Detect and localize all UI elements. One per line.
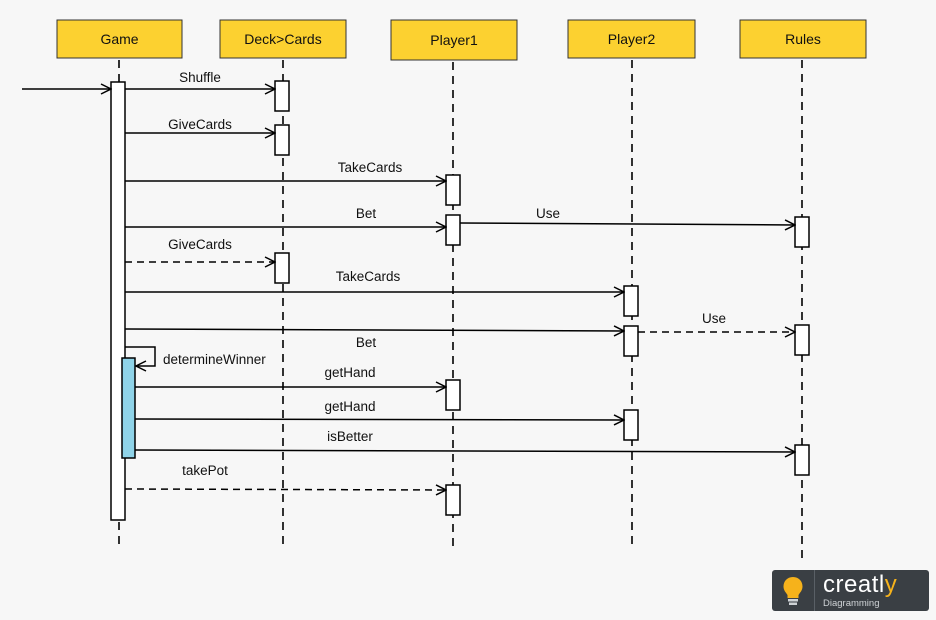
- message-arrow: [134, 419, 624, 420]
- lifeline-player1[interactable]: Player1: [390, 19, 518, 548]
- lifeline-label-player1: Player1: [430, 32, 478, 48]
- activation-deck-2: [274, 124, 290, 156]
- activation-deck-3: [274, 252, 290, 284]
- message-label: getHand: [324, 365, 375, 380]
- activation-player1-4: [445, 484, 461, 516]
- message-label: determineWinner: [163, 352, 266, 367]
- activation-rules-1: [794, 216, 810, 248]
- message-takecards-player2[interactable]: TakeCards: [125, 269, 624, 292]
- activation-rules-2: [794, 324, 810, 356]
- activation-player2-3: [623, 409, 639, 441]
- message-self-arrow: [125, 346, 156, 366]
- message-label: Use: [702, 311, 726, 326]
- activation-player1-1: [445, 174, 461, 206]
- message-givecards-2[interactable]: GiveCards: [125, 237, 275, 262]
- lifeline-rules[interactable]: Rules: [739, 19, 867, 558]
- activation-player2-2: [623, 325, 639, 357]
- activation-rules-3: [794, 444, 810, 476]
- activation-player2-1: [623, 285, 639, 317]
- message-determine-winner[interactable]: determineWinner: [125, 346, 266, 367]
- message-arrow: [459, 223, 795, 225]
- message-label: TakeCards: [336, 269, 401, 284]
- logo-tagline: Diagramming: [823, 597, 880, 609]
- message-label: getHand: [324, 399, 375, 414]
- message-label: Bet: [356, 335, 377, 350]
- message-givecards-1[interactable]: GiveCards: [125, 117, 275, 133]
- message-gethand-player1[interactable]: getHand: [135, 365, 446, 387]
- message-label: TakeCards: [338, 160, 403, 175]
- lifeline-header-player2: [567, 19, 696, 59]
- message-label: isBetter: [327, 429, 373, 444]
- activation-player1-3: [445, 379, 461, 411]
- message-bet-player1[interactable]: Bet: [125, 206, 446, 227]
- message-label: Use: [536, 206, 560, 221]
- lifeline-header-deck: [219, 19, 347, 59]
- message-arrow: [134, 450, 795, 452]
- logo-wordmark: creatly Diagramming: [815, 570, 898, 609]
- creately-logo[interactable]: creatly Diagramming: [772, 570, 929, 611]
- message-use-player2-rules[interactable]: Use: [638, 311, 795, 332]
- logo-brand-main: creatl: [823, 570, 885, 598]
- message-bet-player2[interactable]: Bet: [124, 329, 624, 350]
- activation-player1-2: [445, 214, 461, 246]
- lifeline-header-player1: [390, 19, 518, 61]
- lifeline-deck[interactable]: Deck>Cards: [219, 19, 347, 548]
- logo-brand: creatly: [823, 570, 898, 598]
- lifeline-label-deck: Deck>Cards: [244, 31, 321, 47]
- activation-game-determine-winner: [121, 357, 136, 459]
- message-label: GiveCards: [168, 237, 232, 252]
- message-label: GiveCards: [168, 117, 232, 132]
- message-takepot[interactable]: takePot: [124, 463, 446, 490]
- message-arrow: [124, 329, 624, 331]
- activation-deck-1: [274, 80, 290, 112]
- lifeline-label-rules: Rules: [785, 31, 821, 47]
- message-label: Shuffle: [179, 70, 221, 85]
- message-shuffle[interactable]: Shuffle: [125, 70, 275, 89]
- message-gethand-player2[interactable]: getHand: [134, 399, 624, 420]
- lightbulb-icon: [772, 570, 815, 611]
- message-takecards-player1[interactable]: TakeCards: [125, 160, 446, 181]
- logo-brand-accent: y: [884, 570, 898, 598]
- lifeline-header-rules: [739, 19, 867, 59]
- message-use-player1-rules[interactable]: Use: [459, 206, 795, 225]
- lifeline-header-game: [56, 19, 183, 59]
- lifeline-label-player2: Player2: [608, 31, 656, 47]
- message-isbetter[interactable]: isBetter: [134, 429, 795, 452]
- lifeline-label-game: Game: [100, 31, 138, 47]
- message-label: takePot: [182, 463, 228, 478]
- message-label: Bet: [356, 206, 377, 221]
- message-arrow: [124, 489, 446, 490]
- lifeline-player2[interactable]: Player2: [567, 19, 696, 548]
